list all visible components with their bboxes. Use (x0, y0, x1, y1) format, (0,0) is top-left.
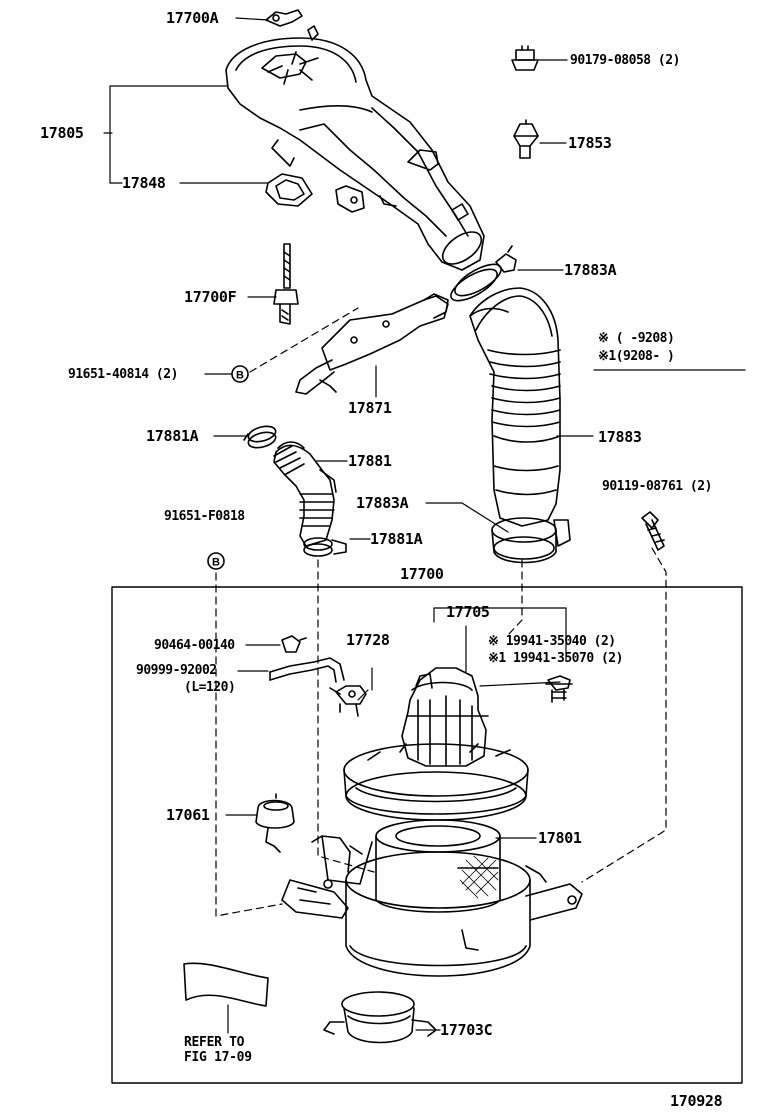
label-17848: 17848 (122, 174, 166, 192)
legend-line-a: ※ ( -9208) (598, 331, 675, 346)
air-cleaner-top-17705-icon (401, 667, 489, 767)
label-17881A-top: 17881A (146, 427, 199, 445)
refer-fig-text: FIG 17-09 (184, 1050, 252, 1065)
dashed-guides (215, 307, 667, 917)
label-17728: 17728 (346, 631, 390, 649)
valve-17061-icon (255, 793, 295, 853)
label-90999: 90999-92002 (136, 663, 217, 678)
air-cleaner-lid-icon (343, 743, 529, 821)
clip-90464-icon (281, 635, 307, 653)
refer-sheet-icon (183, 962, 269, 1007)
intake-duct-17805-icon (225, 25, 485, 271)
label-17700F: 17700F (184, 288, 237, 306)
nut-90179-icon (511, 45, 539, 71)
label-17883A-low: 17883A (356, 494, 409, 512)
label-19941-a: ※ 19941-35040 (2) (488, 634, 616, 649)
bracket-17871-icon (295, 293, 449, 395)
hose-clamp-17881A-low-icon (303, 537, 347, 557)
assembly-17700-frame (111, 586, 743, 1084)
hose-17881-icon (273, 441, 337, 547)
label-90999-length: (L=120) (184, 680, 236, 695)
label-17705: 17705 (446, 603, 490, 621)
leader-lines (103, 17, 746, 1034)
b-symbol-text: B (236, 370, 244, 382)
filter-element-17801-icon (375, 819, 501, 913)
label-17881A-low: 17881A (370, 530, 423, 548)
clamp-17703C-icon (323, 991, 437, 1044)
label-90119: 90119-08761 (2) (602, 479, 712, 494)
label-91651-F0818: 91651-F0818 (164, 509, 245, 524)
vacuum-hose-90999-icon (269, 657, 345, 683)
label-17061: 17061 (166, 806, 210, 824)
label-91651-40814: 91651-40814 (2) (68, 367, 178, 382)
b-symbol-text: B (212, 557, 220, 569)
label-17805: 17805 (40, 124, 84, 142)
bolt-90119-icon (641, 511, 665, 551)
label-19941-b: ※1 19941-35070 (2) (488, 651, 623, 666)
air-cleaner-housing-icon (281, 835, 583, 977)
refer-to-text: REFER TO (184, 1035, 245, 1050)
intake-hose-17883-icon (469, 287, 561, 527)
label-17703C: 17703C (440, 1021, 493, 1039)
clip-17700A-icon (265, 9, 303, 27)
label-90464: 90464-00140 (154, 638, 235, 653)
stud-bolt-17700F-icon (273, 243, 299, 325)
label-17700: 17700 (400, 565, 444, 583)
label-90179: 90179-08058 (2) (570, 53, 680, 68)
bolts-19941-icon (545, 675, 573, 703)
grommet-17853-icon (513, 119, 539, 159)
label-17700A: 17700A (166, 9, 219, 27)
hose-clamp-17883A-top-icon (450, 245, 517, 302)
hose-clamp-17881A-top-icon (243, 425, 277, 449)
legend-line-b: ※1(9208- ) (598, 349, 675, 364)
label-17883: 17883 (598, 428, 642, 446)
label-17853: 17853 (568, 134, 612, 152)
diagram-id: 170928 (670, 1092, 723, 1110)
label-17881: 17881 (348, 452, 392, 470)
label-17883A-top: 17883A (564, 261, 617, 279)
label-17801: 17801 (538, 829, 582, 847)
b-symbol-markers (207, 365, 249, 570)
label-17871: 17871 (348, 399, 392, 417)
gasket-17848-icon (265, 173, 313, 207)
hose-clamp-17883A-low-icon (491, 517, 571, 564)
valve-17728-icon (329, 685, 367, 717)
